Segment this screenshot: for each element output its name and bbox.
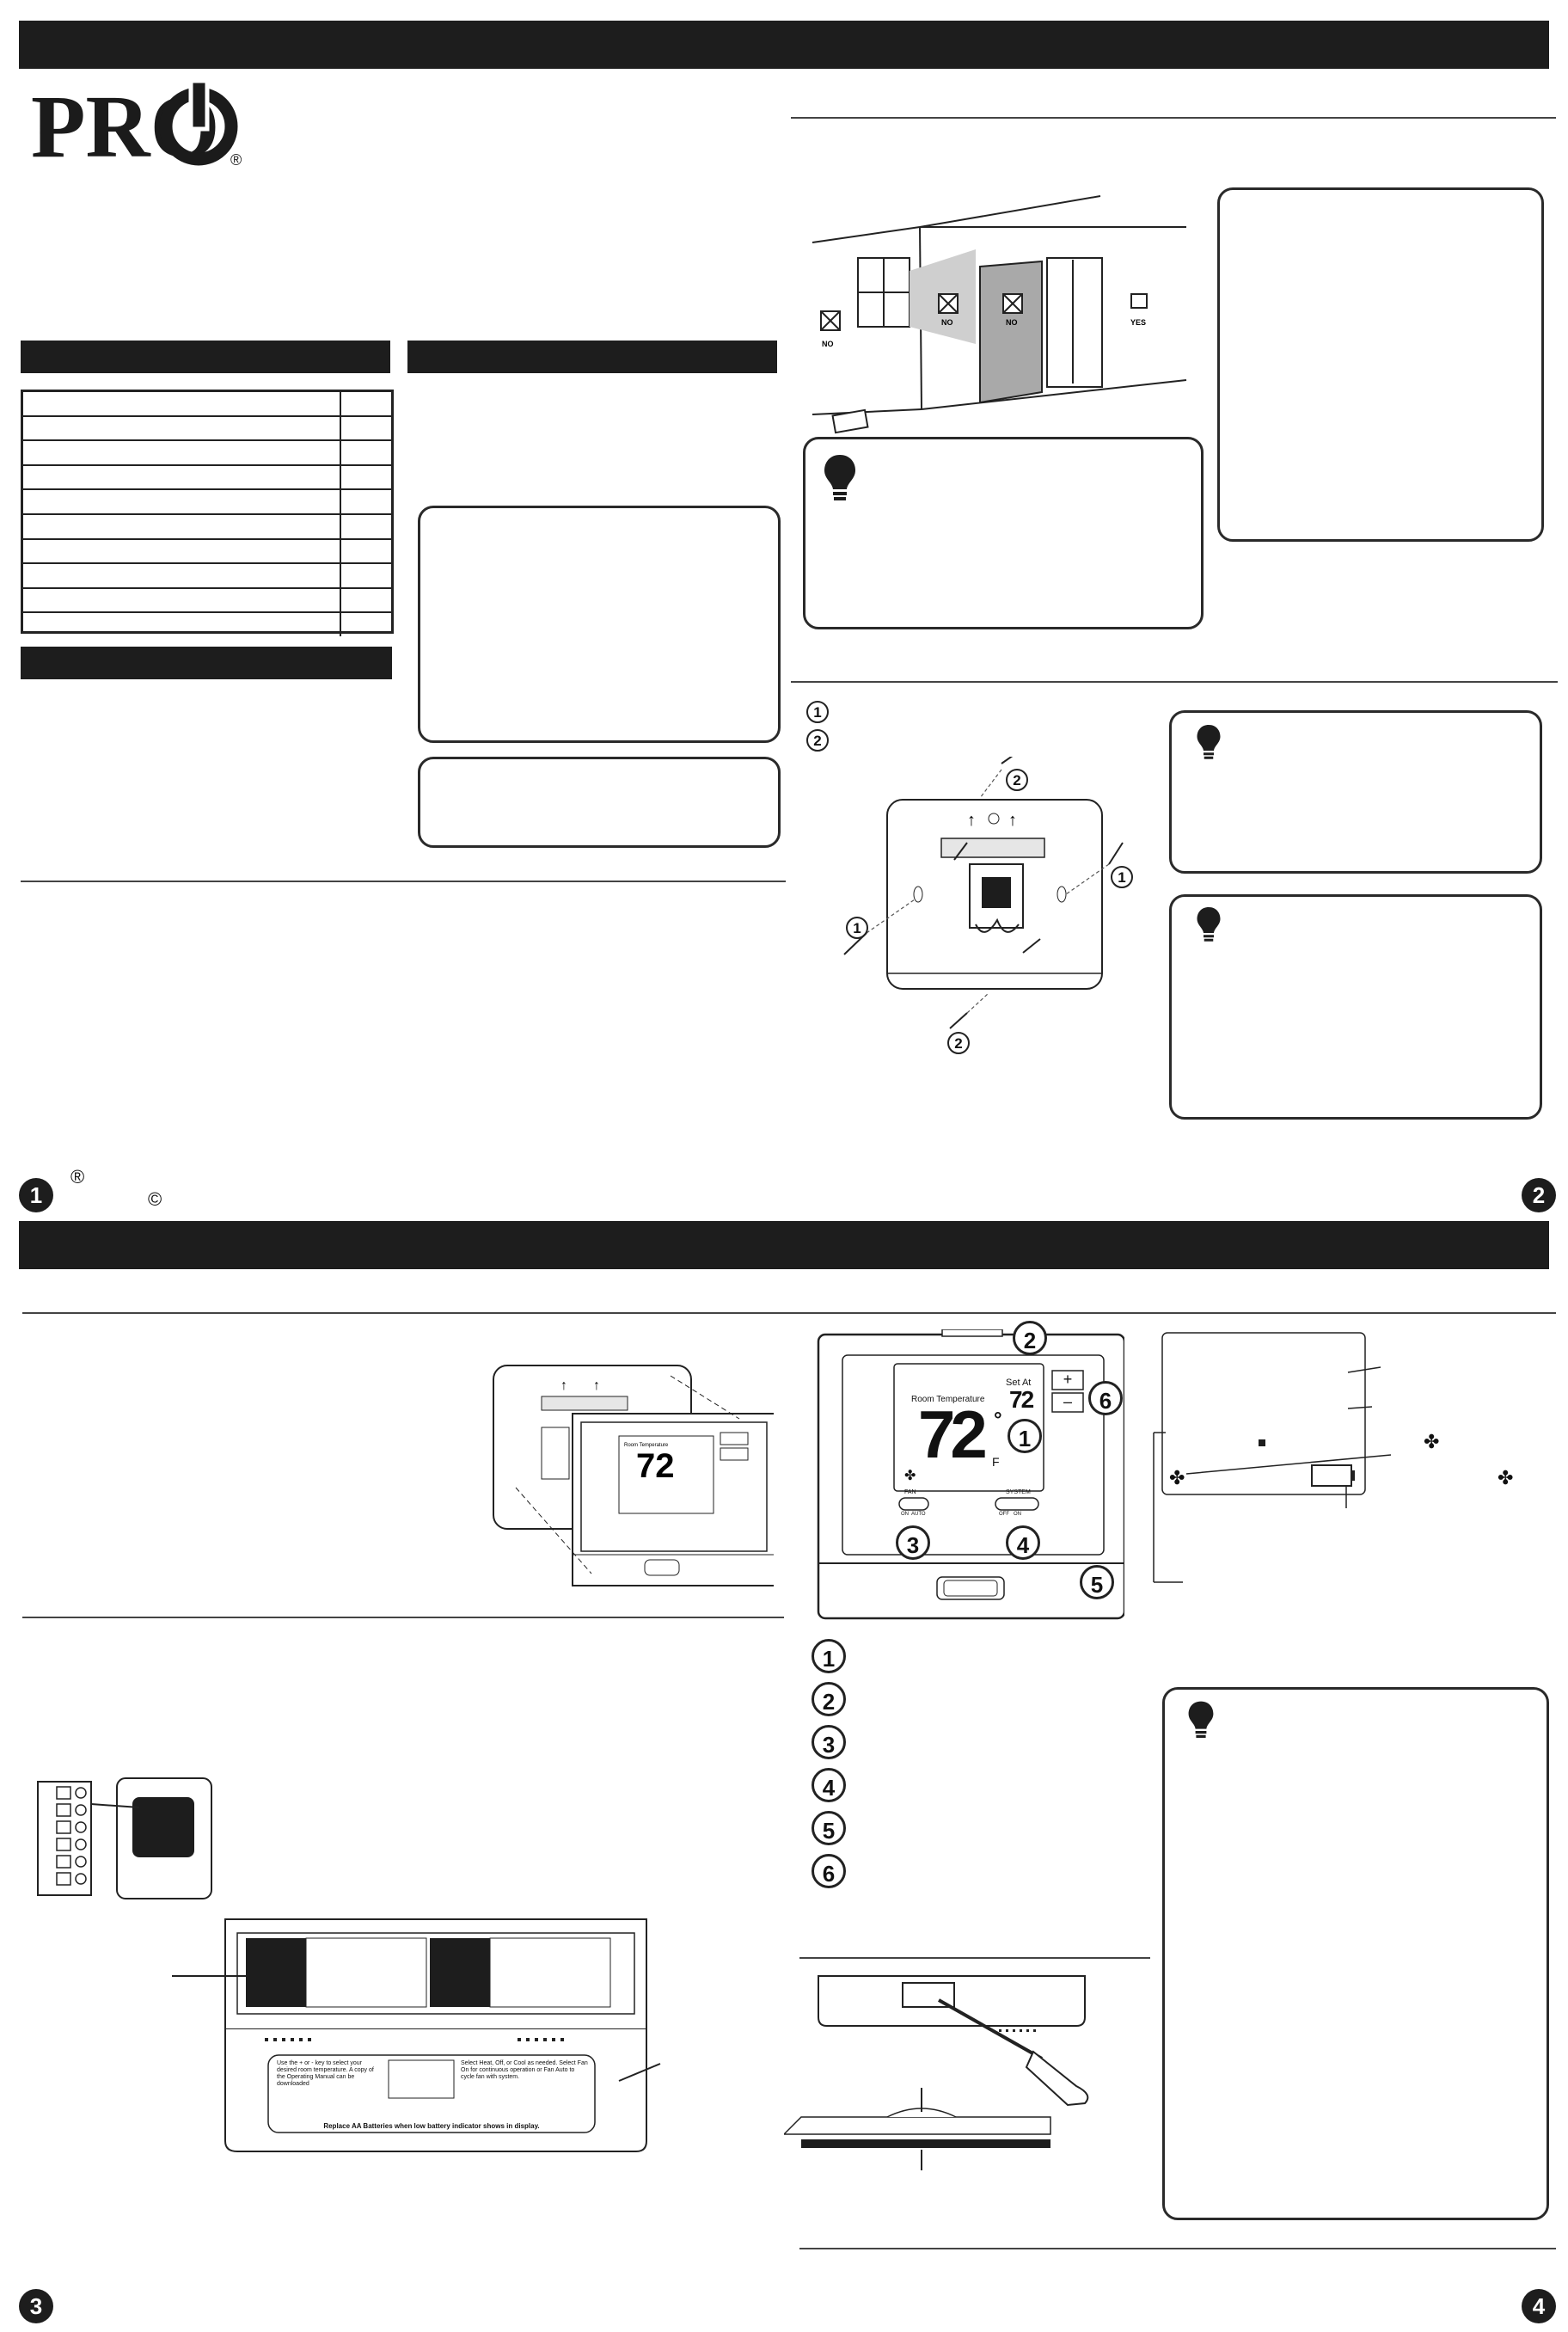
callout-number: 6 [1088,1381,1123,1415]
wallplate-mounting-diagram: ↑ ↑ [825,751,1152,1058]
section-heading-bar [407,341,777,373]
callout-number: 1 [1008,1419,1042,1453]
thermostat-location-illustration: NO NO NO YES [808,189,1195,439]
svg-text:↑: ↑ [560,1378,567,1393]
callout-number: 2 [1006,769,1028,791]
divider [799,2248,1556,2249]
tip-box [1162,1687,1549,2220]
lightbulb-icon [824,455,855,500]
set-at-label: Set At [1006,1378,1032,1388]
copyright-mark: © [148,1188,162,1210]
legend-number: 4 [812,1768,846,1802]
degree-symbol: ° [994,1408,1002,1432]
svg-text:↑: ↑ [967,811,976,830]
legend-number: 3 [812,1725,846,1759]
display-detail-panel: ✤ ✤ ✤ [1150,1328,1547,1586]
location-label: YES [1130,318,1146,327]
page-number: 1 [19,1178,53,1212]
divider [22,1617,784,1618]
page-number: 3 [19,2289,53,2323]
step-number: 2 [806,729,829,752]
callout-number: 3 [896,1525,930,1560]
callout-number: 5 [1080,1565,1114,1599]
degree-unit: F [992,1455,1000,1469]
pro1-logo: PRO ® [31,77,254,176]
fan-icon: ✤ [1169,1467,1185,1488]
tip-box [1169,710,1542,874]
legend-number: 6 [812,1854,846,1888]
room-temp-readout: 72 [918,1396,988,1472]
legend-number: 1 [812,1639,846,1673]
increase-temp-button[interactable]: + [1063,1371,1073,1388]
callout-number: 1 [846,917,868,939]
thermostat-attach-illustration: ↑ ↑ Room Temperature 72 [490,1359,776,1589]
page-number: 2 [1522,1178,1556,1212]
svg-text:↑: ↑ [593,1378,600,1393]
section-heading-bar [21,647,392,679]
parts-table [21,390,394,636]
battery-instruction-right: Select Heat, Off, or Cool as needed. Sel… [461,2060,588,2080]
callout-number: 1 [1111,866,1133,888]
fan-switch-options: ON AUTO [901,1512,926,1517]
lightbulb-icon [1188,1701,1214,1738]
battery-compartment-illustration: Use the + or - key to select your desire… [172,1909,688,2167]
fan-icon: ✤ [904,1469,916,1483]
legend-number: 5 [812,1811,846,1845]
info-box [418,757,781,848]
system-switch[interactable] [995,1498,1038,1510]
system-switch-options: OFF ON [999,1512,1021,1517]
info-box [418,506,781,743]
battery-replace-notice: Replace AA Batteries when low battery in… [323,2122,540,2130]
legend-number: 2 [812,1682,846,1716]
section-heading-bar [21,341,390,373]
page-number: 4 [1522,2289,1556,2323]
system-switch-label: SYSTEM [1006,1489,1031,1495]
cover-removal-illustration [782,1966,1145,2177]
callout-number: 4 [1006,1525,1040,1560]
lightbulb-icon [1197,907,1221,942]
divider [21,881,786,882]
terminal-block-illustration [36,1773,217,1904]
divider [22,1312,1556,1314]
location-label: NO [1006,318,1018,327]
room-temp-label: Room Temperature [911,1395,985,1404]
divider [791,117,1556,119]
svg-text:72: 72 [636,1447,675,1485]
tip-box [803,437,1204,629]
logo-registered: ® [230,151,242,169]
location-label: NO [941,318,953,327]
set-point-readout: 72 [1009,1386,1034,1413]
fan-switch[interactable] [899,1498,928,1510]
registered-mark: ® [70,1166,85,1187]
top-header-bar [19,21,1549,69]
info-box [1217,187,1544,542]
divider [799,1957,1150,1959]
svg-text:↑: ↑ [1008,811,1017,830]
lightbulb-icon [1197,725,1221,759]
svg-text:Room Temperature: Room Temperature [624,1443,669,1448]
step-number: 1 [806,701,829,723]
callout-number: 2 [1013,1321,1047,1355]
divider [791,681,1558,683]
location-label: NO [822,340,834,348]
callout-number: 2 [947,1032,970,1054]
thermostat-front-view: Room Temperature Set At 72 72 ° F ✤ + – … [815,1329,1126,1620]
bottom-header-bar [19,1221,1549,1269]
fan-icon: ✤ [1498,1467,1514,1488]
tip-box [1169,894,1542,1120]
battery-instruction-left: Use the + or - key to select your desire… [277,2060,374,2087]
fan-switch-label: FAN [904,1489,916,1495]
decrease-temp-button[interactable]: – [1063,1393,1072,1410]
fan-icon: ✤ [1424,1431,1440,1452]
